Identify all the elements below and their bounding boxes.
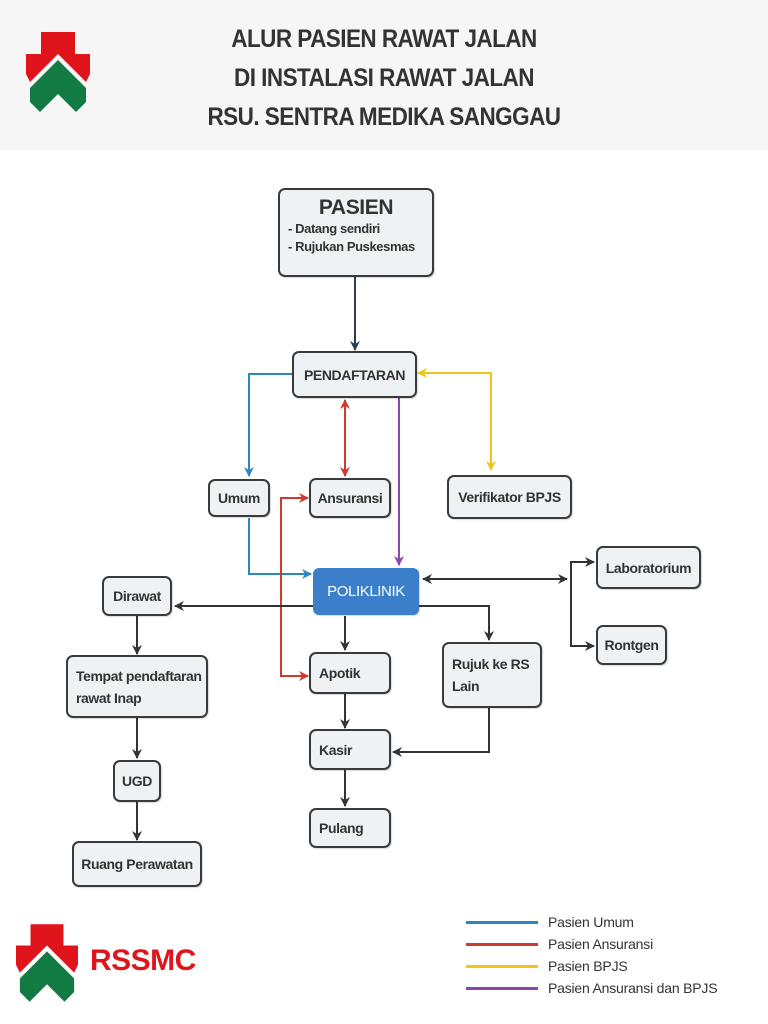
edge-ansuransi-apotik	[280, 493, 309, 681]
title-line-2: DI INSTALASI RAWAT JALAN	[234, 64, 534, 92]
legend-item-umum: Pasien Umum	[466, 911, 717, 933]
ranap-line-2: rawat Inap	[76, 689, 142, 706]
header-band: ALUR PASIEN RAWAT JALAN DI INSTALASI RAW…	[0, 0, 768, 150]
edge-junction-rontgen	[570, 579, 595, 651]
edge-verifikator-pendaftaran	[417, 368, 496, 471]
page-title: ALUR PASIEN RAWAT JALAN DI INSTALASI RAW…	[146, 20, 621, 137]
title-line-1: ALUR PASIEN RAWAT JALAN	[231, 25, 537, 53]
title-line-3: RSU. SENTRA MEDIKA SANGGAU	[207, 103, 561, 131]
legend-label: Pasien BPJS	[548, 958, 628, 974]
legend-item-ansuransi: Pasien Ansuransi	[466, 933, 717, 955]
legend-label: Pasien Ansuransi	[548, 936, 653, 952]
dirawat-label: Dirawat	[113, 588, 161, 604]
hospital-logo-icon	[26, 32, 90, 112]
node-ruang-perawatan: Ruang Perawatan	[72, 841, 202, 887]
edge-umum-poliklinik	[248, 518, 312, 579]
edge-junction-laboratorium	[570, 557, 595, 579]
legend: Pasien Umum Pasien Ansuransi Pasien BPJS…	[466, 911, 718, 999]
laboratorium-label: Laboratorium	[605, 559, 692, 576]
legend-swatch-umum	[466, 920, 538, 924]
ranap-line-1: Tempat pendaftaran	[76, 667, 202, 684]
pendaftaran-label: PENDAFTARAN	[303, 366, 406, 383]
poliklinik-label: POLIKLINIK	[327, 583, 405, 600]
legend-swatch-ansuransi	[466, 942, 538, 946]
verifikator-label: Verifikator BPJS	[458, 489, 561, 505]
legend-swatch-ansuransi-bpjs	[466, 986, 538, 990]
node-kasir: Kasir	[309, 729, 391, 770]
node-laboratorium: Laboratorium	[596, 546, 701, 589]
ugd-label: UGD	[122, 773, 152, 789]
hospital-logo-icon	[16, 924, 78, 1002]
ruang-perawatan-label: Ruang Perawatan	[81, 856, 193, 872]
node-tempat-pendaftaran-ranap: Tempat pendaftaran rawat Inap	[66, 655, 208, 718]
node-pasien: PASIEN - Datang sendiri - Rujukan Puskes…	[278, 188, 434, 277]
brand-name: RSSMC	[90, 944, 196, 977]
pulang-label: Pulang	[319, 820, 364, 836]
legend-swatch-bpjs	[466, 964, 538, 968]
edge-pendaftaran-umum	[244, 373, 293, 477]
legend-label: Pasien Umum	[548, 914, 634, 930]
node-rontgen: Rontgen	[596, 625, 667, 665]
legend-label: Pasien Ansuransi dan BPJS	[548, 980, 718, 996]
node-ansuransi: Ansuransi	[309, 478, 391, 518]
node-apotik: Apotik	[309, 652, 391, 694]
node-verifikator-bpjs: Verifikator BPJS	[447, 475, 572, 519]
kasir-label: Kasir	[319, 741, 353, 758]
pasien-title: PASIEN	[318, 196, 394, 219]
umum-label: Umum	[218, 490, 260, 506]
legend-item-bpjs: Pasien BPJS	[466, 955, 717, 977]
pasien-line-2: - Rujukan Puskesmas	[288, 239, 415, 254]
node-rujuk-rs-lain: Rujuk ke RS Lain	[442, 642, 542, 708]
edge-rujuk-kasir	[392, 708, 490, 757]
node-pendaftaran: PENDAFTARAN	[292, 351, 417, 398]
rujuk-line-2: Lain	[452, 678, 480, 694]
edge-poliklinik-rujuk	[418, 605, 494, 641]
pasien-line-1: - Datang sendiri	[288, 221, 380, 236]
ansuransi-label: Ansuransi	[317, 490, 383, 506]
rujuk-line-1: Rujuk ke RS	[452, 656, 530, 672]
apotik-label: Apotik	[319, 665, 361, 681]
node-ugd: UGD	[113, 760, 161, 802]
node-umum: Umum	[208, 479, 270, 517]
node-dirawat: Dirawat	[102, 576, 172, 616]
node-poliklinik: POLIKLINIK	[313, 568, 419, 615]
legend-item-ansuransi-bpjs: Pasien Ansuransi dan BPJS	[466, 977, 718, 999]
node-pulang: Pulang	[309, 808, 391, 848]
rontgen-label: Rontgen	[604, 637, 659, 653]
